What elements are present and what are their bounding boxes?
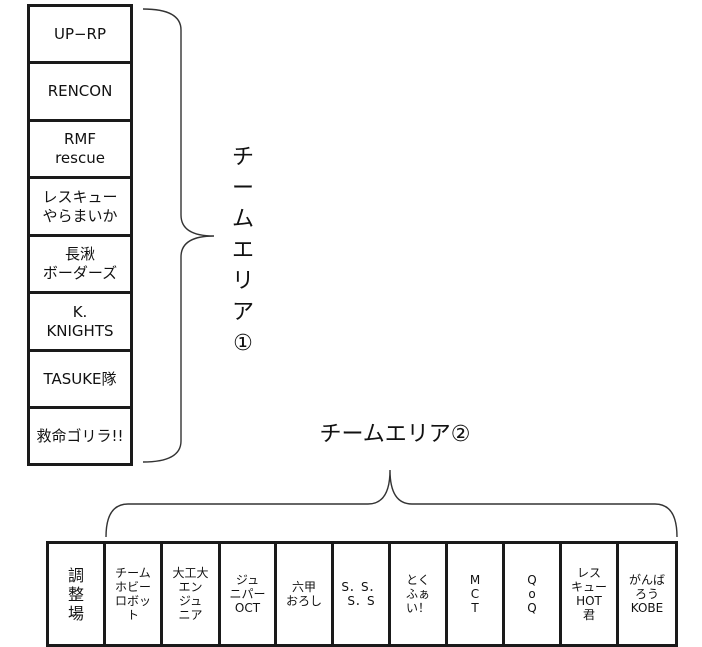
team-cell: レス キュー HOT 君 — [562, 544, 619, 644]
team-area-1-column: UP−RP RENCON RMF rescue レスキュー やらまいか 長湫 ボ… — [27, 4, 133, 466]
team-cell: 長湫 ボーダーズ — [30, 237, 130, 294]
team-cell: 大工大 エン ジュ ニア — [163, 544, 221, 644]
team-cell: RENCON — [30, 64, 130, 122]
team-area-2-label: チームエリア② — [319, 422, 471, 447]
team-cell: M C T — [448, 544, 505, 644]
team-cell: Q o Q — [505, 544, 562, 644]
team-cell: チーム ホビー ロボッ ト — [106, 544, 163, 644]
team-area-1-label: チ ー ム エ リ ア ① — [231, 145, 254, 356]
team-cell: レスキュー やらまいか — [30, 179, 130, 237]
team-cell: UP−RP — [30, 7, 130, 64]
team-cell: 救命ゴリラ!! — [36, 426, 124, 445]
team-cell: ジュ ニパー OCT — [221, 544, 277, 644]
team-cell: 六甲 おろし — [277, 544, 334, 644]
team-cell: RMF rescue — [30, 122, 130, 179]
team-area-2-row: 調 整 場 チーム ホビー ロボッ ト 大工大 エン ジュ ニア ジュ ニパー … — [46, 541, 678, 647]
team-cell: K. KNIGHTS — [30, 294, 130, 352]
team-cell: S．S． S．S — [334, 544, 391, 644]
team-cell: がんば ろう KOBE — [628, 573, 665, 615]
team-cell: TASUKE隊 — [30, 352, 130, 409]
adjustment-area-cell: 調 整 場 — [49, 544, 106, 644]
team-cell: とく ふぁ い！ — [391, 544, 448, 644]
